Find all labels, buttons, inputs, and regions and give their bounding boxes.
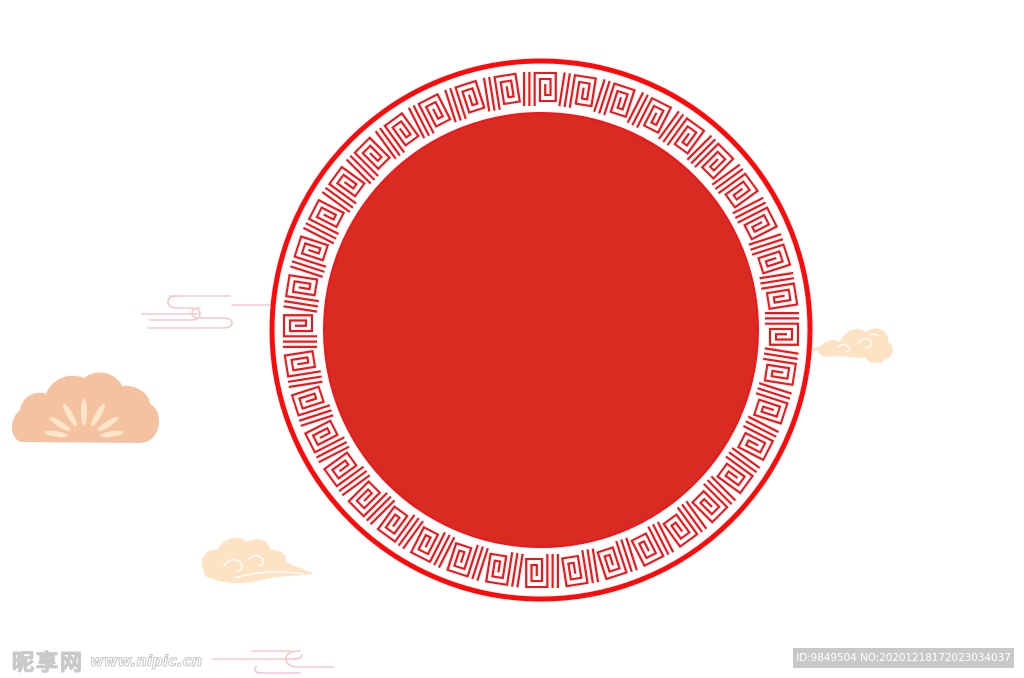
fret-unit <box>626 91 673 135</box>
fret-unit <box>662 500 708 549</box>
round-frame <box>269 58 813 602</box>
fret-unit <box>630 521 675 568</box>
watermark-site-url: www.nipic.cn <box>90 652 203 671</box>
key-fret-pattern <box>282 71 800 589</box>
image-id-badge: ID:9849504 NO:20201218172023034037 <box>793 648 1014 668</box>
watermark-site-name: 昵享网 <box>11 651 85 677</box>
fret-unit <box>711 163 760 209</box>
fret-unit <box>593 79 636 119</box>
fret-unit <box>283 349 323 389</box>
fret-unit <box>303 419 350 464</box>
fret-unit <box>596 537 638 581</box>
fret-unit <box>321 165 366 213</box>
fret-unit <box>347 479 396 526</box>
pine-cloud-icon <box>11 372 159 443</box>
fret-unit <box>732 196 779 241</box>
fret-unit <box>558 72 598 108</box>
fret-unit <box>759 271 799 311</box>
fret-unit <box>374 111 420 160</box>
fret-unit <box>690 475 737 524</box>
fret-unit <box>658 110 706 155</box>
watermark-site: 昵享网 www.nipic.cn <box>11 648 203 677</box>
auspicious-cloud-right-icon <box>805 328 893 364</box>
fret-unit <box>484 552 524 588</box>
fret-unit <box>736 415 780 462</box>
auspicious-cloud-bottom-icon <box>201 537 314 583</box>
fret-unit <box>748 233 792 275</box>
fret-unit <box>283 273 319 313</box>
wind-lines-left-icon <box>141 295 273 329</box>
fret-unit <box>302 198 346 245</box>
fret-unit <box>444 79 486 123</box>
fret-unit <box>763 347 799 387</box>
fret-unit <box>523 71 557 107</box>
inner-disc <box>323 112 759 548</box>
fret-unit <box>560 548 600 588</box>
fret-unit <box>345 136 392 185</box>
fret-unit <box>290 385 334 427</box>
fret-unit <box>446 541 489 581</box>
fret-unit <box>686 134 735 181</box>
fret-unit <box>407 92 452 139</box>
fret-unit <box>322 451 371 497</box>
fret-unit <box>525 553 559 589</box>
fret-unit <box>376 505 424 550</box>
fret-unit <box>752 382 792 425</box>
fret-unit <box>282 314 318 348</box>
wind-lines-bottom-icon <box>212 650 335 674</box>
fret-unit <box>290 235 330 278</box>
fret-unit <box>482 72 522 112</box>
fret-unit <box>409 525 456 569</box>
fret-unit <box>716 447 761 495</box>
fret-unit <box>764 312 800 346</box>
